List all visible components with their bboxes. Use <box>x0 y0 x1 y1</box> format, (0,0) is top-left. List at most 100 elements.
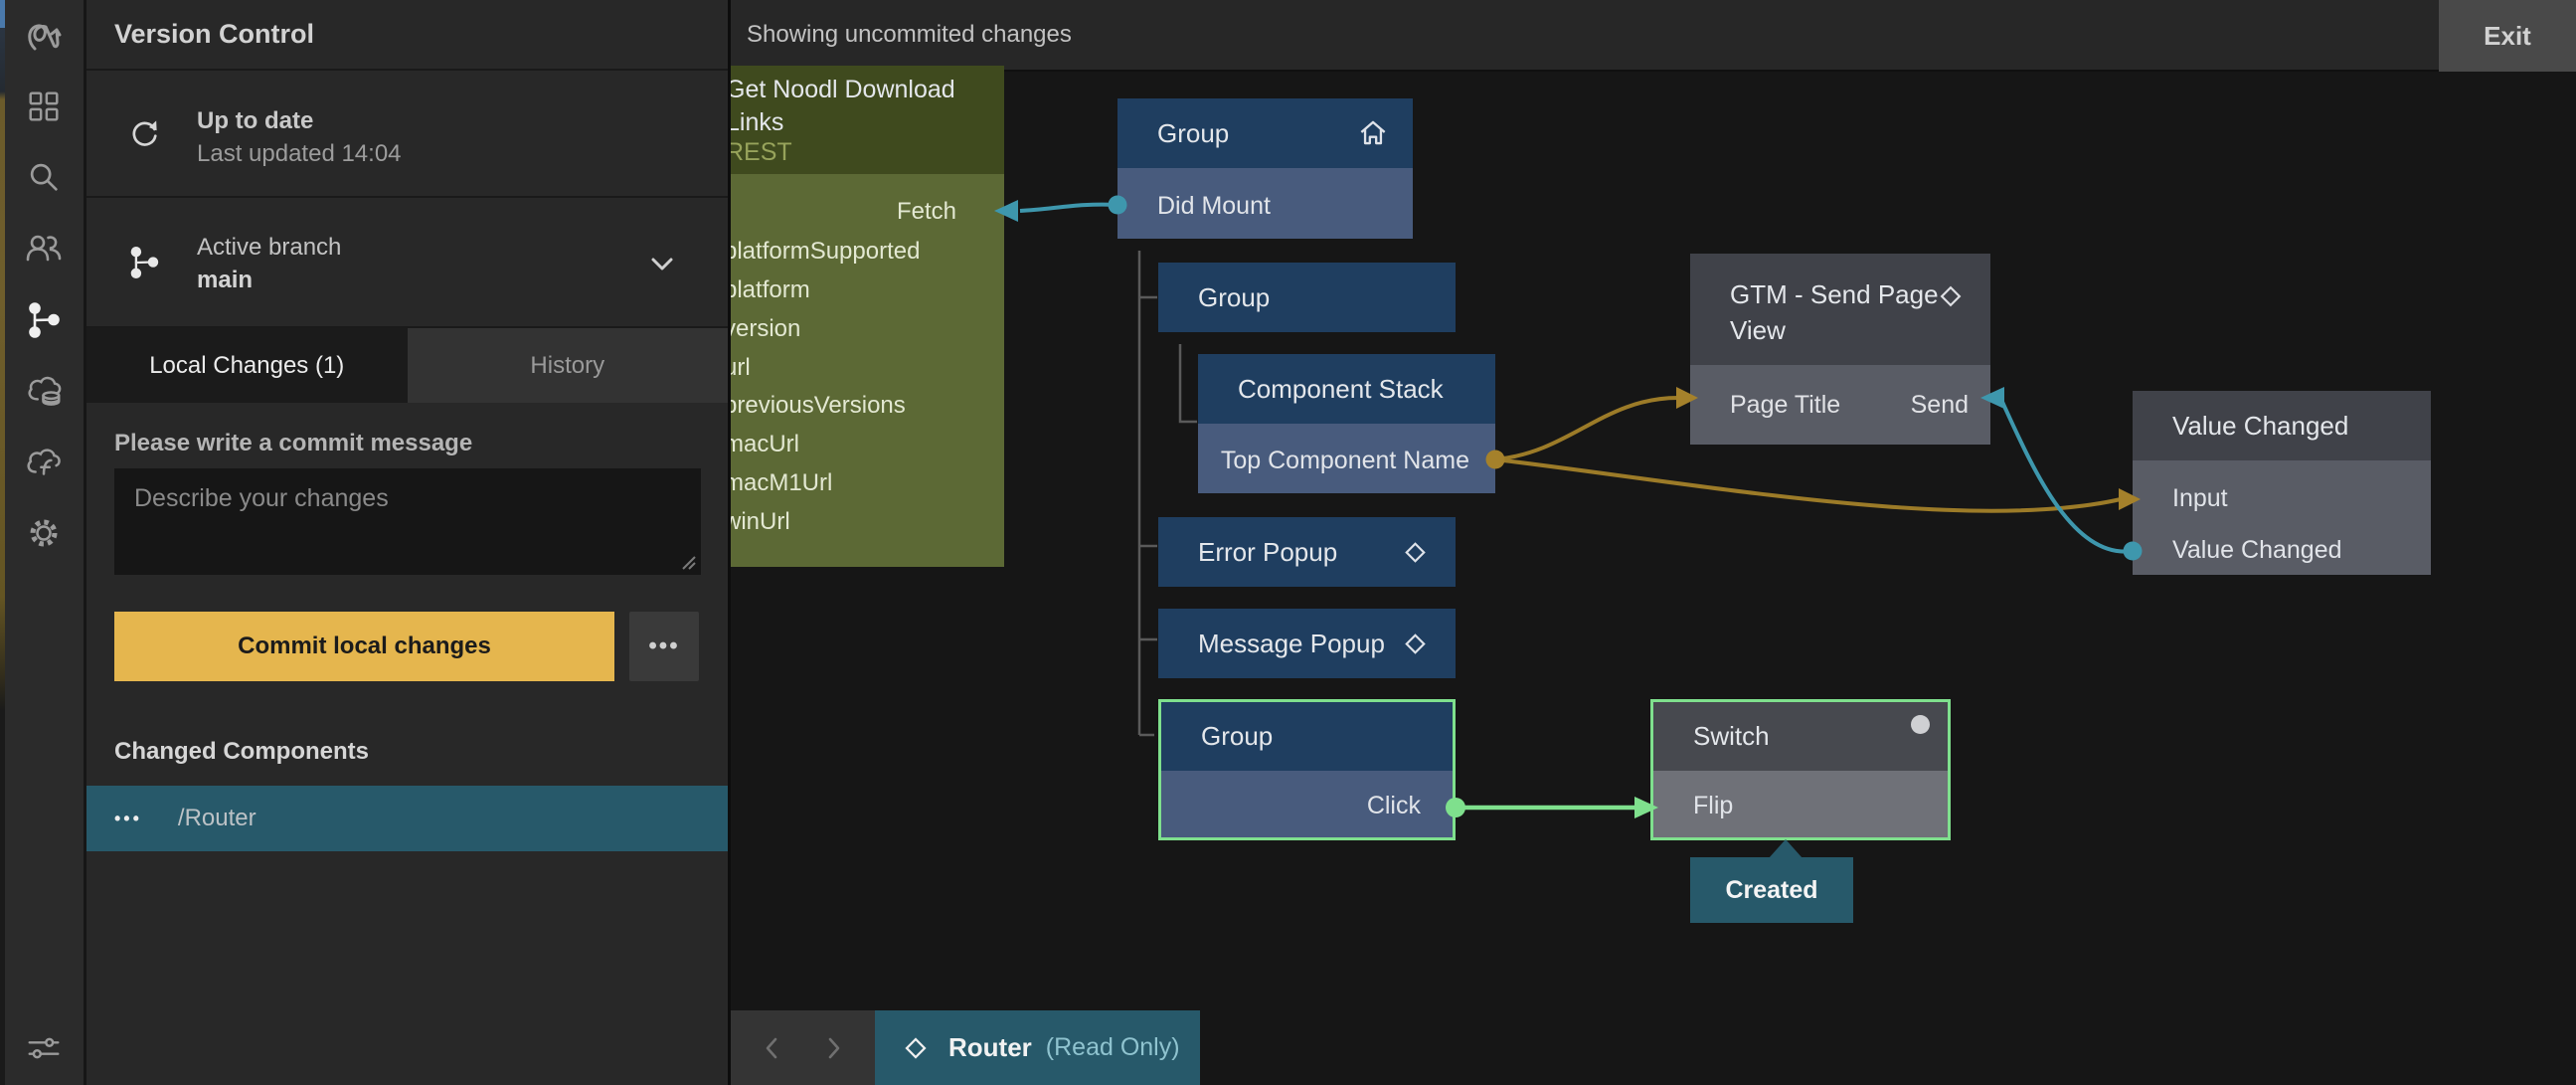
settings-icon[interactable] <box>22 511 66 555</box>
node-title: Get Noodl Download Links <box>731 76 955 136</box>
commit-message-wrap <box>114 468 701 575</box>
users-glyph <box>26 235 62 262</box>
wire-topcomponent-to-input[interactable] <box>1494 457 2122 513</box>
component-diamond-icon <box>1405 633 1426 654</box>
created-badge-pointer <box>1769 839 1803 858</box>
cloud-functions-icon[interactable] <box>22 441 66 484</box>
textarea-resize-grip[interactable] <box>679 553 697 571</box>
node-component-stack[interactable]: Component Stack Top Component Name <box>1198 354 1495 493</box>
node-group-selected[interactable]: Group Click <box>1158 699 1456 840</box>
port-send[interactable]: Send <box>1910 390 1969 419</box>
refresh-glyph <box>132 120 157 146</box>
commit-local-changes-button[interactable]: Commit local changes <box>114 612 614 681</box>
panel-title: Version Control <box>114 19 315 49</box>
port-fetch[interactable]: Fetch <box>896 198 956 225</box>
sync-status-section[interactable]: Up to date Last updated 14:04 <box>86 71 728 198</box>
tab-history[interactable]: History <box>407 328 728 403</box>
active-branch-label: Active branch <box>197 234 342 261</box>
node-header[interactable]: GTM - Send Page View <box>1690 254 1990 365</box>
node-title: Component Stack <box>1238 374 1444 404</box>
noodl-logo-icon[interactable] <box>22 16 66 60</box>
gear-glyph <box>30 519 58 547</box>
version-control-panel: Version Control Up to date Last updated … <box>84 0 731 1085</box>
window-edge-strip <box>0 0 5 1085</box>
port-top-component-name[interactable]: Top Component Name <box>1220 447 1469 474</box>
node-header[interactable]: Get Noodl Download Links REST <box>731 66 1004 174</box>
node-title: Message Popup <box>1198 629 1385 658</box>
forward-chevron-icon[interactable] <box>815 1030 851 1066</box>
component-dots-icon[interactable]: ••• <box>114 808 142 828</box>
node-value-changed[interactable]: Value Changed Input Value Changed <box>2133 391 2431 575</box>
grid-glyph <box>29 91 59 121</box>
tab-local-changes[interactable]: Local Changes (1) <box>86 328 408 403</box>
port-platformSupported[interactable]: platformSupported <box>731 238 921 265</box>
search-glyph <box>30 163 58 191</box>
component-diamond-icon <box>1940 285 1962 307</box>
wire-valuechanged-to-send[interactable] <box>2000 401 2134 554</box>
panel-tabs: Local Changes (1) History <box>86 328 728 403</box>
port-input[interactable]: Input <box>2172 484 2228 512</box>
exit-button[interactable]: Exit <box>2439 0 2576 72</box>
port-page-title[interactable]: Page Title <box>1730 390 1841 419</box>
search-icon[interactable] <box>22 155 66 199</box>
node-header[interactable]: Value Changed <box>2133 391 2431 460</box>
filter-sliders-icon[interactable] <box>22 1026 66 1070</box>
refresh-icon[interactable] <box>126 71 162 196</box>
collaboration-icon[interactable] <box>22 227 66 271</box>
port-flip[interactable]: Flip <box>1693 792 1734 819</box>
commit-message-input[interactable] <box>114 468 701 575</box>
port-macUrl[interactable]: macUrl <box>731 431 799 457</box>
node-group-root[interactable]: Group Did Mount <box>1117 98 1413 239</box>
node-message-popup[interactable]: Message Popup <box>1158 609 1456 678</box>
sheet-tab-readonly: (Read Only) <box>1045 1033 1180 1061</box>
node-body: Top Component Name <box>1198 424 1495 493</box>
node-body: Input Value Changed <box>2133 460 2431 575</box>
node-title: GTM - Send Page View <box>1730 279 1939 345</box>
node-body: Did Mount <box>1117 168 1413 239</box>
port-version[interactable]: version <box>731 315 801 342</box>
chevron-down-icon[interactable] <box>644 246 680 281</box>
component-diamond-icon <box>1405 542 1426 563</box>
node-error-popup[interactable]: Error Popup <box>1158 517 1456 587</box>
node-gtm-send-page-view[interactable]: GTM - Send Page View Page Title Send <box>1690 254 1990 445</box>
port-platform[interactable]: platform <box>731 276 810 303</box>
active-branch-section[interactable]: Active branch main <box>86 198 728 328</box>
node-title: Group <box>1198 282 1271 312</box>
wire-didmount-to-fetch[interactable] <box>1019 202 1118 213</box>
components-grid-icon[interactable] <box>22 85 66 128</box>
sheet-tab-label: Router <box>948 1032 1032 1062</box>
back-chevron-icon[interactable] <box>755 1030 790 1066</box>
port-previousVersions[interactable]: previousVersions <box>731 392 906 419</box>
home-icon <box>1360 120 1386 145</box>
active-branch-name: main <box>197 267 254 293</box>
node-header[interactable]: Group <box>1161 702 1453 771</box>
node-header[interactable]: Group <box>1117 98 1413 168</box>
version-control-icon[interactable] <box>22 298 66 342</box>
node-status-dot <box>1911 715 1930 734</box>
changed-component-name: /Router <box>177 805 257 831</box>
canvas-top-bar: Showing uncommited changes Exit <box>731 0 2576 72</box>
noodl-logo-glyph <box>28 24 62 51</box>
node-title: Value Changed <box>2172 411 2349 441</box>
node-header[interactable]: Component Stack <box>1198 354 1495 424</box>
port-click[interactable]: Click <box>1366 792 1421 819</box>
changed-component-row-router[interactable]: ••• /Router <box>86 786 728 851</box>
port-value-changed[interactable]: Value Changed <box>2172 536 2342 564</box>
node-title: Switch <box>1693 721 1770 751</box>
node-switch[interactable]: Switch Flip <box>1650 699 1951 840</box>
port-did-mount[interactable]: Did Mount <box>1157 192 1271 220</box>
node-header[interactable]: Switch <box>1653 702 1948 771</box>
port-winUrl[interactable]: winUrl <box>731 508 790 535</box>
commit-more-options-button[interactable]: ••• <box>629 612 699 681</box>
node-title: Group <box>1157 118 1230 148</box>
port-url[interactable]: url <box>731 354 751 381</box>
node-rest-get-noodl-download-links[interactable]: Get Noodl Download Links REST Fetch plat… <box>731 66 1004 567</box>
cloud-services-icon[interactable] <box>22 370 66 414</box>
node-group-child[interactable]: Group <box>1158 263 1456 332</box>
node-title: Error Popup <box>1198 537 1338 567</box>
wire-topcomponent-to-pagetitle[interactable] <box>1494 396 1679 461</box>
node-body: Click <box>1161 771 1453 837</box>
port-macM1Url[interactable]: macM1Url <box>731 469 833 496</box>
router-sheet-tab[interactable]: Router (Read Only) <box>875 1010 1200 1085</box>
